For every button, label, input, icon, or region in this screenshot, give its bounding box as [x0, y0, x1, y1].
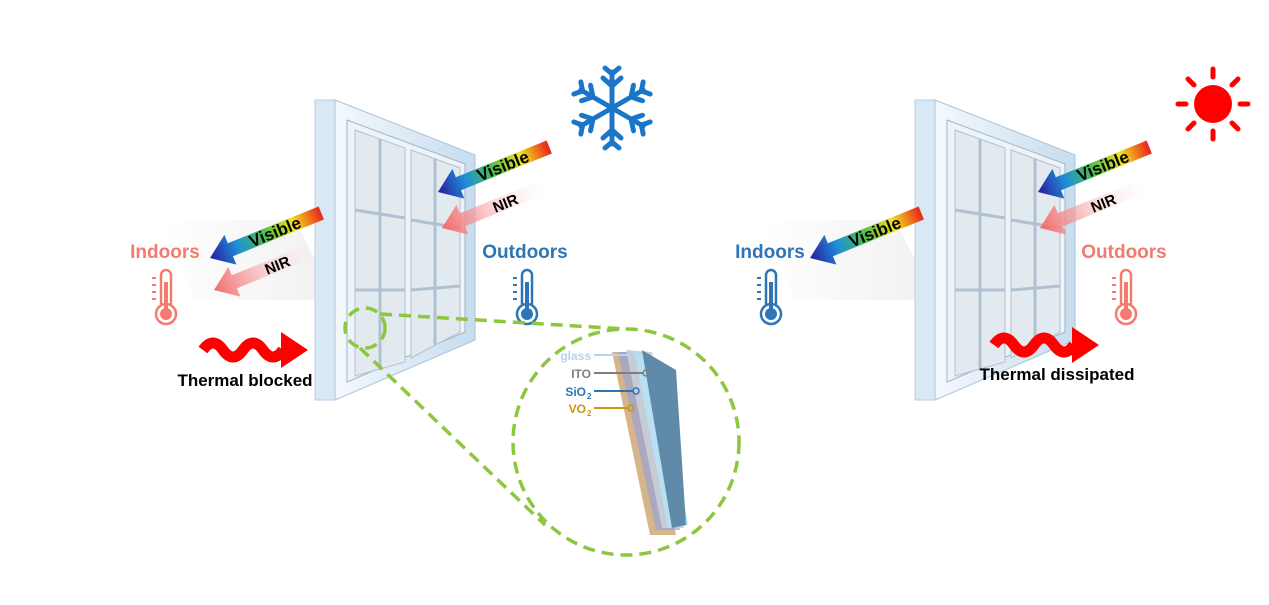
thermal-dissipated-label: Thermal dissipated [980, 365, 1135, 384]
layer-label: ITO [571, 367, 591, 381]
layer-subscript: 2 [587, 392, 592, 401]
cold-thermometer-icon [511, 268, 539, 326]
warm-thermometer-icon [1110, 268, 1138, 326]
snowflake-icon [573, 65, 651, 148]
svg-text:VO: VO [569, 402, 586, 416]
svg-text:SiO: SiO [565, 385, 586, 399]
layer-stack [612, 350, 688, 535]
right-outdoors-label: Outdoors [1081, 242, 1167, 263]
zoom-callout [343, 306, 741, 557]
right-indoors-label: Indoors [735, 242, 805, 263]
sun-icon [1175, 66, 1251, 142]
warm-thermometer-icon [150, 268, 178, 326]
layer-labels: glass ITO SiO 2 VO 2 [560, 349, 650, 418]
layer-subscript: 2 [587, 409, 592, 418]
layer-label: glass [560, 349, 591, 363]
svg-text:Visible: Visible [1074, 147, 1132, 185]
thermal-wave-arrow-icon [203, 332, 308, 368]
svg-text:Visible: Visible [474, 147, 532, 185]
left-outdoors-label: Outdoors [482, 242, 568, 263]
cold-thermometer-icon [755, 268, 783, 326]
left-indoors-label: Indoors [130, 242, 200, 263]
thermal-blocked-label: Thermal blocked [177, 371, 312, 390]
layer-label: SiO [565, 385, 586, 399]
layer-label: VO [569, 402, 586, 416]
